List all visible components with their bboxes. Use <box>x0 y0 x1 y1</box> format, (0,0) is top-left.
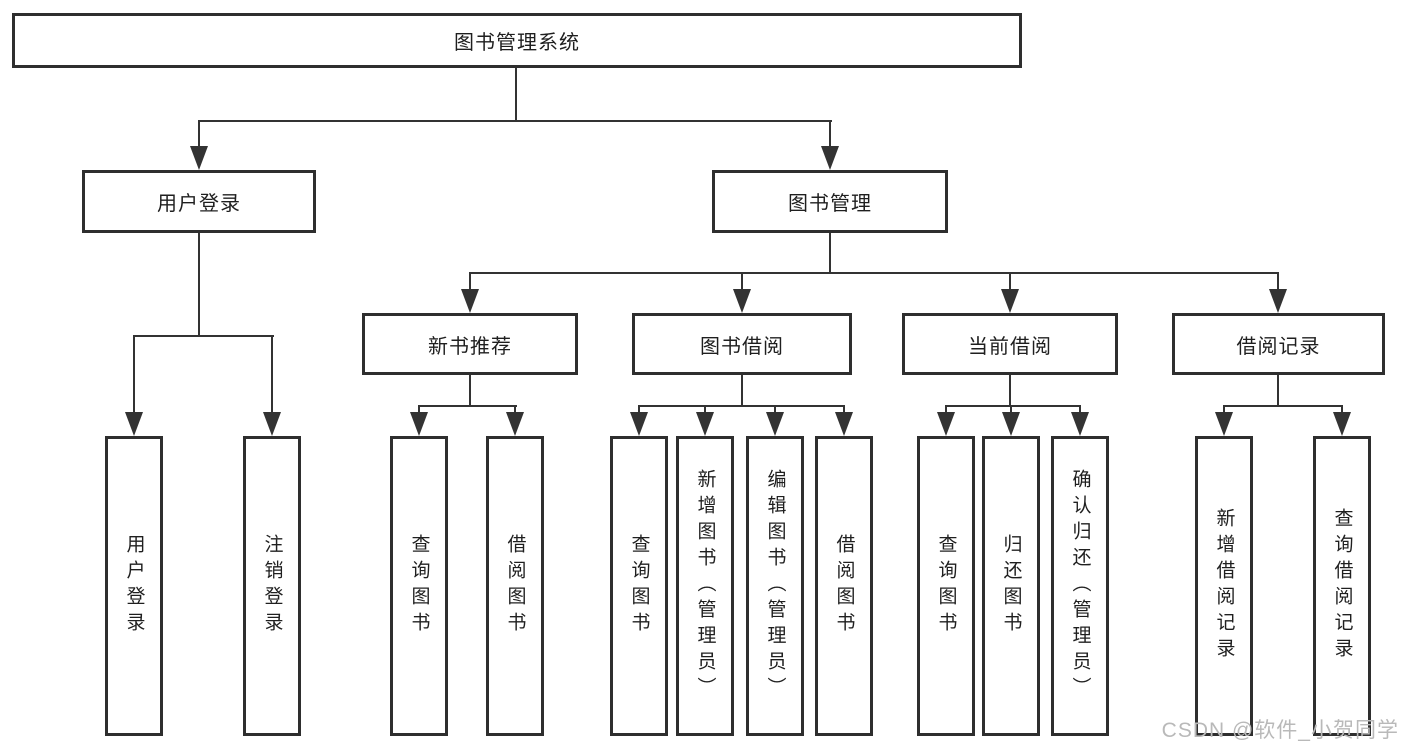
node-label: 新增图书（管理员） <box>694 469 716 703</box>
node-new-book-recommend: 新书推荐 <box>362 313 578 375</box>
arrowhead-br-query <box>1333 412 1351 436</box>
arrowhead-bb-add <box>696 412 714 436</box>
node-leaf-cb-query-books: 查询图书 <box>917 436 975 736</box>
connector-userlogin-branch <box>133 335 274 337</box>
connector-drop-bb-edit <box>774 406 776 414</box>
connector-drop-new-books <box>469 273 471 291</box>
node-label: 用户登录 <box>157 193 241 215</box>
node-leaf-logout: 注销登录 <box>243 436 301 736</box>
connector-drop-bb-borrow <box>843 406 845 414</box>
node-library-management-system: 图书管理系统 <box>12 13 1022 68</box>
arrowhead-login <box>125 412 143 436</box>
connector-drop-borrow-records <box>1277 273 1279 291</box>
node-label: 当前借阅 <box>968 335 1052 358</box>
arrowhead-logout <box>263 412 281 436</box>
arrowhead-nb-query <box>410 412 428 436</box>
node-label: 借阅记录 <box>1236 335 1321 358</box>
connector-drop-book-borrow <box>741 273 743 291</box>
arrowhead-nb-borrow <box>506 412 524 436</box>
arrowhead-br-add <box>1215 412 1233 436</box>
node-label: 编辑图书（管理员） <box>764 469 786 703</box>
arrowhead-book-borrow <box>733 289 751 313</box>
node-borrowing-records: 借阅记录 <box>1172 313 1385 375</box>
node-label: 注销登录 <box>261 534 283 638</box>
node-leaf-br-add-record: 新增借阅记录 <box>1195 436 1253 736</box>
node-label: 查询图书 <box>628 534 650 638</box>
connector-drop-br-add <box>1223 406 1225 414</box>
node-label: 图书管理 <box>788 193 872 215</box>
node-leaf-bb-borrow-books: 借阅图书 <box>815 436 873 736</box>
node-label: 查询图书 <box>408 534 430 638</box>
arrowhead-bb-edit <box>766 412 784 436</box>
node-label: 确认归还（管理员） <box>1069 469 1091 703</box>
node-label: 图书管理系统 <box>454 32 580 54</box>
connector-userlogin-stem <box>198 233 200 336</box>
connector-drop-cb-query <box>945 406 947 414</box>
arrowhead-cb-return <box>1002 412 1020 436</box>
node-label: 用户登录 <box>123 534 145 638</box>
node-leaf-user-login: 用户登录 <box>105 436 163 736</box>
connector-drop-nb-borrow <box>514 406 516 414</box>
connector-drop-cb-confirm <box>1079 406 1081 414</box>
connector-records-branch <box>1223 405 1343 407</box>
arrowhead-current-borrow <box>1001 289 1019 313</box>
node-label: 借阅图书 <box>504 534 526 638</box>
csdn-watermark: CSDN @软件_小贺同学 <box>1161 719 1399 742</box>
connector-newbook-branch <box>418 405 517 407</box>
connector-root-branch <box>198 120 832 122</box>
connector-current-stem <box>1009 375 1011 406</box>
connector-drop-nb-query <box>418 406 420 414</box>
node-label: 图书借阅 <box>700 335 784 358</box>
node-book-management: 图书管理 <box>712 170 948 233</box>
connector-drop-logout <box>271 336 273 413</box>
connector-records-stem <box>1277 375 1279 406</box>
node-leaf-bb-query-books: 查询图书 <box>610 436 668 736</box>
connector-drop-br-query <box>1341 406 1343 414</box>
node-current-borrowing: 当前借阅 <box>902 313 1118 375</box>
node-leaf-br-query-record: 查询借阅记录 <box>1313 436 1371 736</box>
connector-drop-current-borrow <box>1009 273 1011 291</box>
node-leaf-bb-edit-books-admin: 编辑图书（管理员） <box>746 436 804 736</box>
arrowhead-borrow-records <box>1269 289 1287 313</box>
arrowhead-cb-confirm <box>1071 412 1089 436</box>
arrowhead-user-login <box>190 146 208 170</box>
connector-drop-bb-query <box>638 406 640 414</box>
node-leaf-cb-return-books: 归还图书 <box>982 436 1040 736</box>
connector-root-stem <box>515 68 517 121</box>
connector-drop-user-login <box>198 121 200 148</box>
arrowhead-new-books <box>461 289 479 313</box>
node-label: 查询借阅记录 <box>1331 508 1353 664</box>
connector-drop-book-management <box>829 121 831 148</box>
connector-drop-login <box>133 336 135 413</box>
node-label: 新增借阅记录 <box>1213 508 1235 664</box>
connector-drop-cb-return <box>1010 406 1012 414</box>
node-label: 归还图书 <box>1000 534 1022 638</box>
node-leaf-cb-confirm-return-admin: 确认归还（管理员） <box>1051 436 1109 736</box>
node-leaf-nb-query-books: 查询图书 <box>390 436 448 736</box>
connector-newbook-stem <box>469 375 471 406</box>
connector-borrowing-branch <box>638 405 845 407</box>
node-label: 查询图书 <box>935 534 957 638</box>
arrowhead-bb-query <box>630 412 648 436</box>
node-user-login: 用户登录 <box>82 170 316 233</box>
node-book-borrowing: 图书借阅 <box>632 313 852 375</box>
connector-bookmgmt-stem <box>829 233 831 273</box>
connector-current-branch <box>945 405 1081 407</box>
arrowhead-book-management <box>821 146 839 170</box>
node-label: 借阅图书 <box>833 534 855 638</box>
connector-borrowing-stem <box>741 375 743 406</box>
node-leaf-nb-borrow-books: 借阅图书 <box>486 436 544 736</box>
arrowhead-cb-query <box>937 412 955 436</box>
connector-drop-bb-add <box>704 406 706 414</box>
node-leaf-bb-add-books-admin: 新增图书（管理员） <box>676 436 734 736</box>
node-label: 新书推荐 <box>428 335 512 358</box>
arrowhead-bb-borrow <box>835 412 853 436</box>
connector-bookmgmt-branch <box>469 272 1279 274</box>
